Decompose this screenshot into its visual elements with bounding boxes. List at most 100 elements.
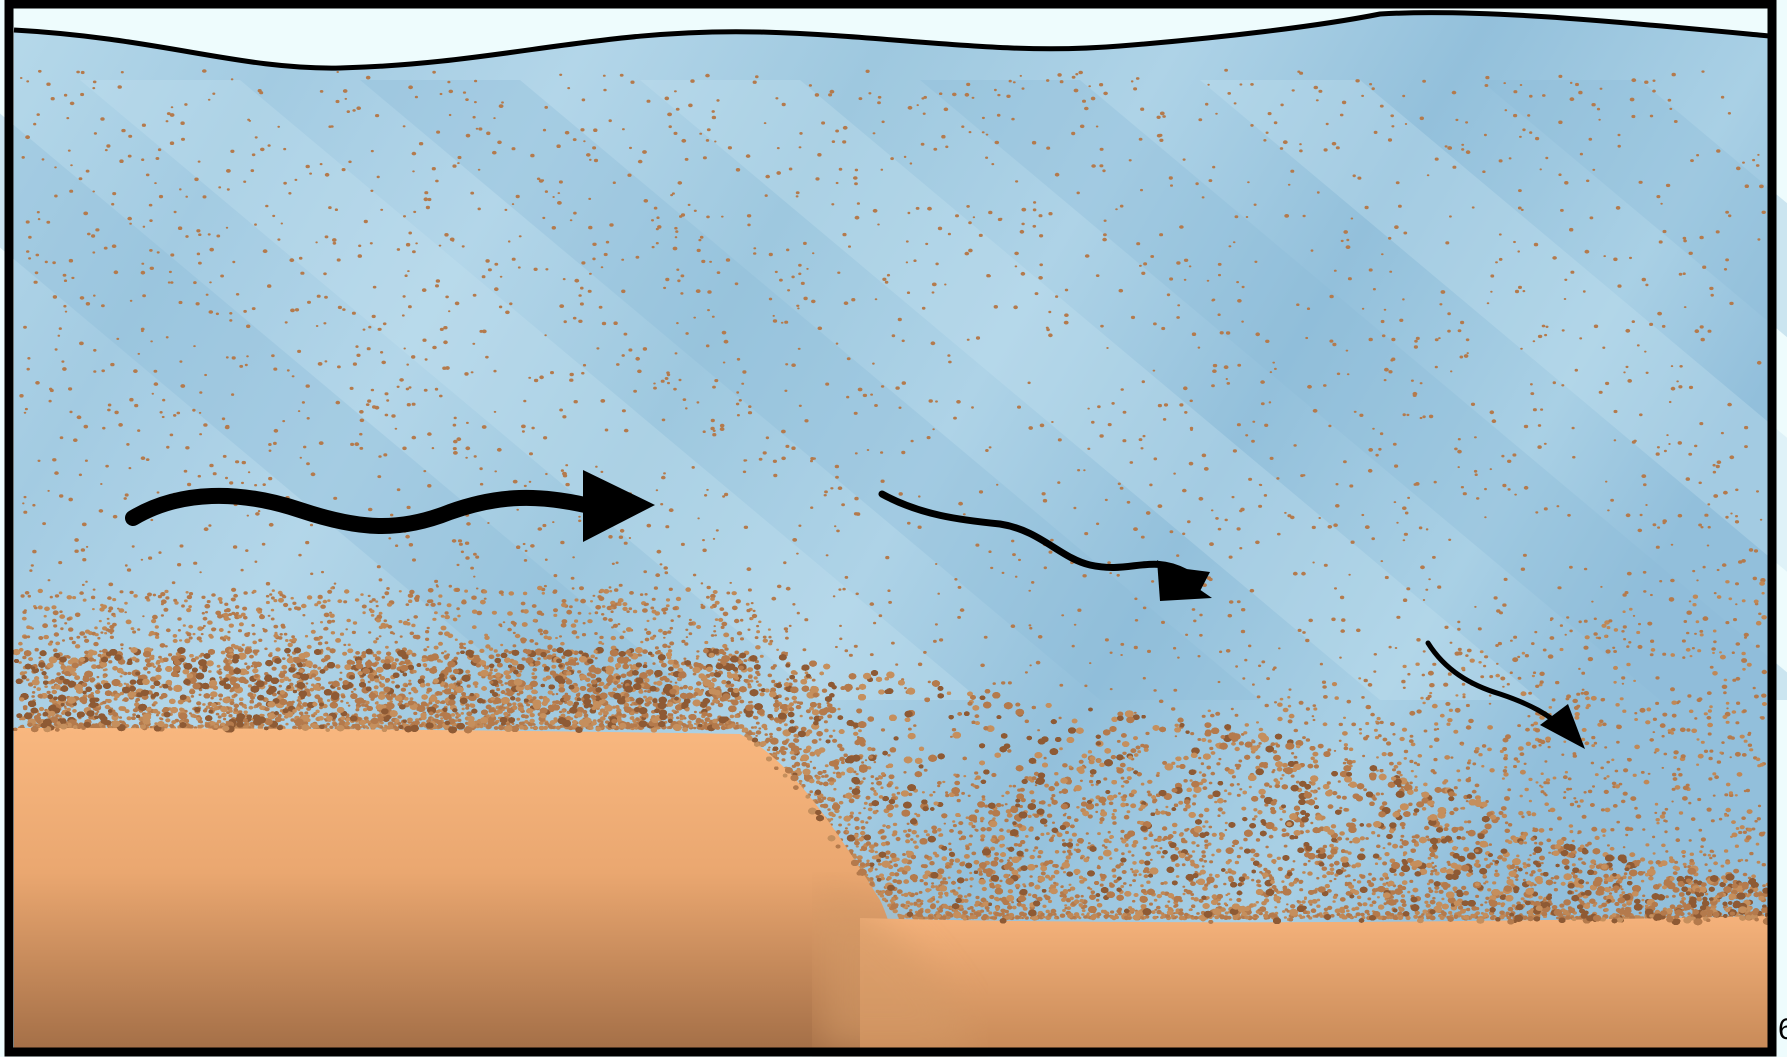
sediment-grain	[512, 622, 517, 626]
sediment-grain	[1535, 685, 1539, 688]
sediment-grain	[985, 157, 988, 159]
sediment-grain	[373, 286, 377, 289]
sediment-grain	[1280, 104, 1283, 107]
sediment-grain	[842, 233, 846, 236]
sediment-grain	[602, 605, 606, 608]
sediment-grain	[1514, 494, 1517, 496]
sediment-grain	[714, 379, 718, 382]
sediment-grain	[1001, 795, 1004, 797]
sediment-grain	[333, 497, 337, 500]
sediment-grain	[1040, 424, 1045, 428]
sediment-grain	[192, 409, 195, 412]
sediment-grain	[1741, 559, 1746, 563]
sediment-grain	[827, 714, 832, 718]
sediment-grain	[935, 263, 938, 266]
sediment-grain	[908, 829, 912, 832]
sediment-grain	[1485, 84, 1489, 87]
sediment-grain	[432, 71, 436, 74]
sediment-grain	[572, 587, 575, 589]
sediment-grain	[1345, 875, 1348, 877]
sediment-grain	[1692, 570, 1695, 572]
sediment-grain	[1075, 73, 1078, 75]
sediment-grain	[102, 427, 105, 430]
sediment-grain	[146, 174, 150, 177]
sediment-grain	[1544, 334, 1547, 336]
sediment-grain	[1346, 245, 1351, 249]
sediment-grain	[226, 356, 229, 358]
sediment-grain	[679, 379, 682, 381]
sediment-grain	[1038, 276, 1043, 280]
sediment-grain	[1487, 302, 1490, 304]
sediment-grain	[833, 730, 836, 732]
sediment-grain	[1207, 280, 1210, 282]
sediment-grain	[1518, 189, 1522, 192]
sediment-grain	[1009, 785, 1012, 788]
sediment-grain	[1299, 143, 1302, 145]
sediment-grain	[656, 242, 659, 244]
sediment-grain	[989, 446, 992, 448]
sediment-grain	[637, 370, 642, 374]
sediment-grain	[791, 276, 794, 279]
sediment-grain	[1610, 499, 1614, 502]
sediment-grain	[351, 691, 354, 693]
sediment-grain	[1699, 422, 1703, 425]
sediment-grain	[865, 759, 867, 761]
sediment-grain	[902, 381, 906, 385]
sediment-grain	[1534, 243, 1538, 247]
sediment-grain	[1151, 580, 1154, 583]
sediment-grain	[285, 321, 288, 323]
sediment-grain	[1690, 159, 1694, 162]
sediment-grain	[582, 633, 586, 636]
sediment-grain	[621, 674, 627, 679]
sediment-grain	[1289, 688, 1292, 690]
sediment-grain	[1197, 738, 1201, 741]
sediment-grain	[781, 457, 786, 461]
sediment-grain	[1663, 522, 1666, 525]
sediment-grain	[22, 611, 26, 614]
sediment-grain	[1644, 351, 1646, 353]
sediment-grain	[1146, 881, 1150, 884]
sediment-grain	[1111, 816, 1116, 820]
sediment-grain	[1237, 364, 1241, 367]
sediment-grain	[545, 268, 548, 270]
sediment-grain	[480, 483, 483, 486]
sediment-grain	[754, 726, 757, 729]
sediment-grain	[141, 456, 146, 460]
sediment-grain	[1384, 852, 1389, 856]
sediment-grain	[923, 651, 927, 654]
sediment-grain	[380, 351, 383, 354]
sediment-grain	[1723, 491, 1728, 495]
sediment-grain	[1322, 685, 1327, 689]
sediment-grain	[1110, 652, 1113, 654]
sediment-grain	[1237, 527, 1241, 530]
sediment-grain	[1636, 631, 1640, 634]
sediment-grain	[1579, 620, 1582, 623]
sediment-grain	[444, 650, 447, 652]
sediment-grain	[1733, 618, 1737, 621]
sediment-grain	[931, 826, 937, 831]
sediment-grain	[1707, 808, 1712, 812]
sediment-grain	[1756, 621, 1762, 626]
sediment-grain	[660, 563, 663, 565]
sediment-grain	[674, 90, 677, 92]
sediment-grain	[108, 606, 113, 610]
sediment-grain	[247, 515, 249, 517]
sediment-grain	[608, 535, 612, 539]
sediment-grain	[812, 252, 814, 254]
sediment-grain	[1383, 738, 1388, 742]
sediment-grain	[1475, 784, 1480, 788]
sediment-grain	[1736, 702, 1740, 705]
sediment-grain	[128, 155, 132, 158]
sediment-grain	[1237, 600, 1241, 603]
sediment-grain	[857, 855, 863, 860]
sediment-grain	[471, 596, 477, 600]
sediment-grain	[345, 721, 350, 725]
sediment-grain	[141, 263, 144, 265]
sediment-grain	[628, 348, 632, 351]
sediment-grain	[1644, 81, 1648, 84]
sediment-grain	[246, 325, 250, 329]
sediment-grain	[1523, 290, 1526, 292]
sediment-grain	[171, 106, 174, 108]
sediment-grain	[356, 106, 361, 110]
sediment-grain	[624, 333, 628, 336]
